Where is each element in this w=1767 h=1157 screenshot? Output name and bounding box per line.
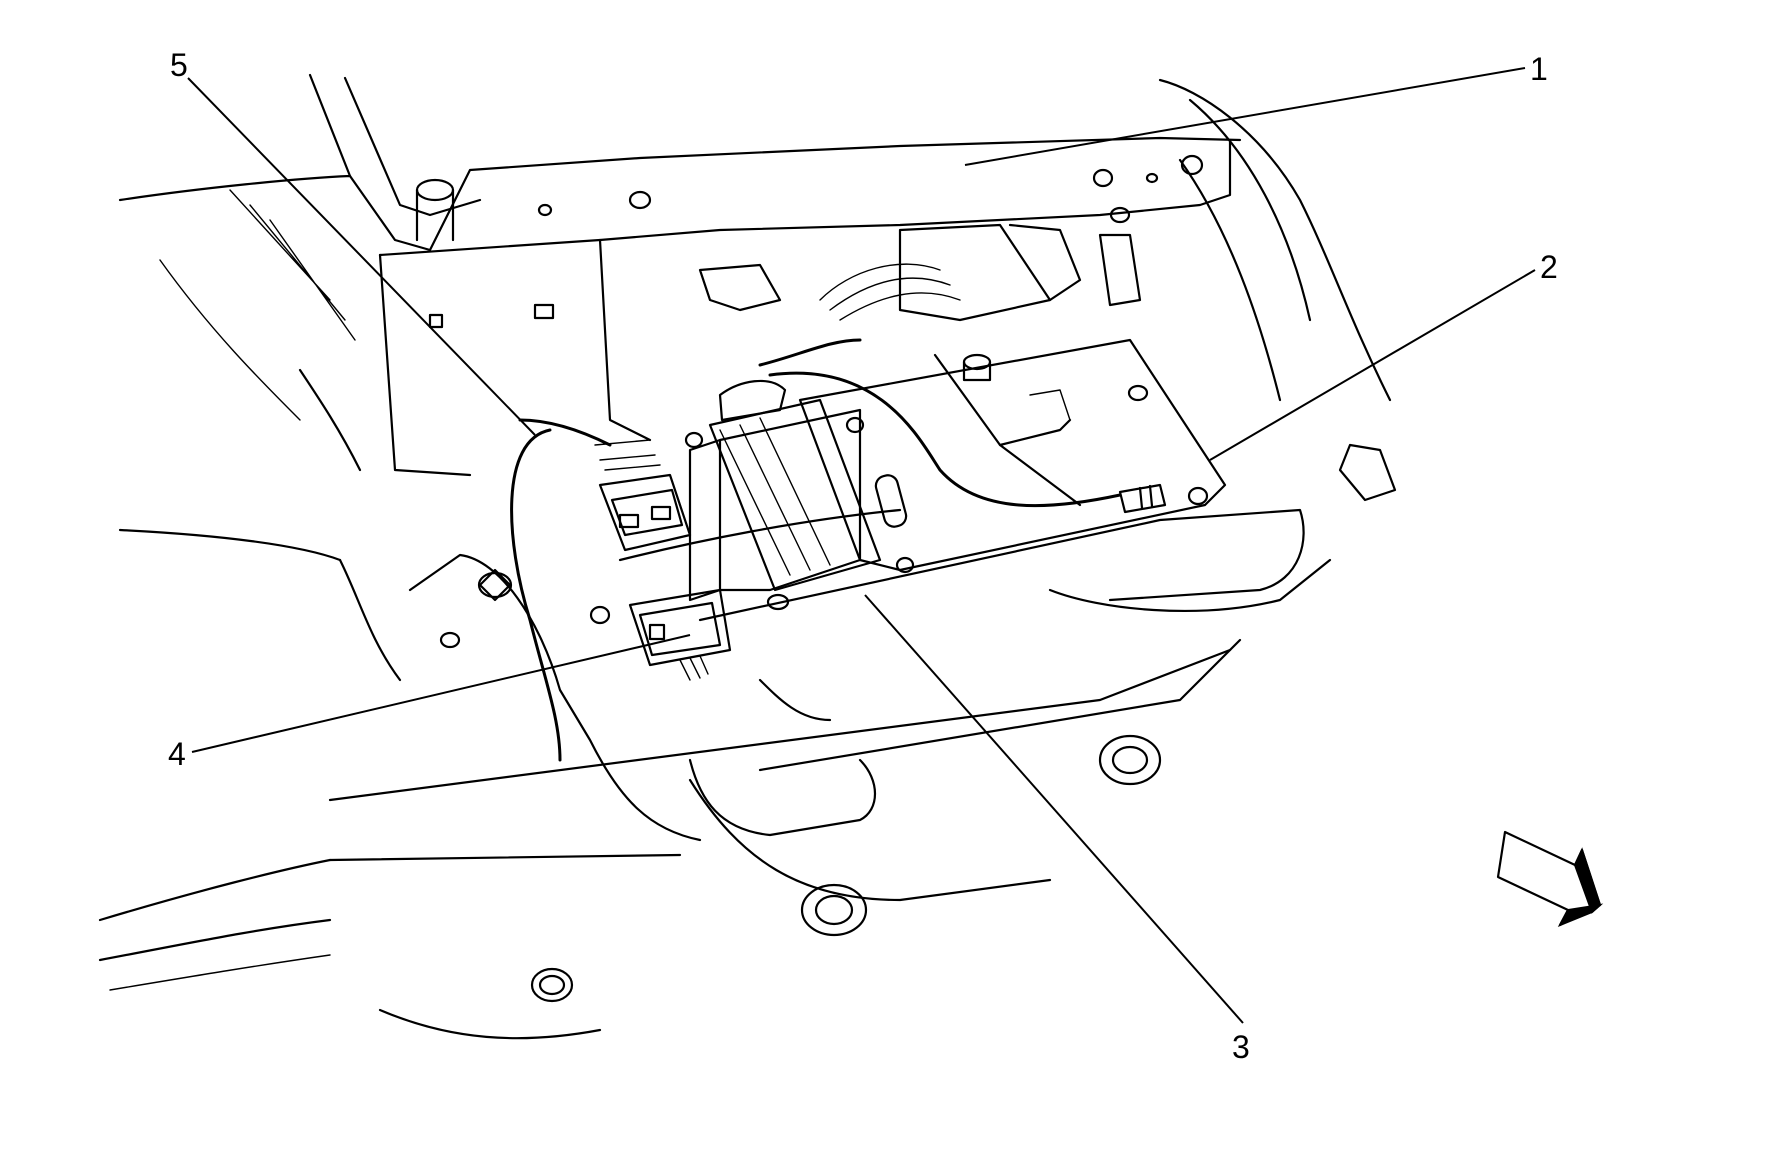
leader-lines [187,67,1536,1024]
lower-bracket [408,443,1397,1003]
leader-line-5 [187,77,536,436]
callout-4: 4 [168,736,186,772]
leader-line-2 [1209,269,1536,461]
callout-2: 2 [1540,249,1558,285]
leader-line-4 [191,634,691,753]
harness-connectors [510,418,732,762]
vehicle-body-structure [98,73,1392,1040]
module-assembly [684,223,1227,611]
callout-1: 1 [1530,51,1548,87]
leader-line-1 [964,67,1526,166]
callout-5: 5 [170,47,188,83]
upper-bracket [378,138,1232,477]
callout-3: 3 [1232,1029,1250,1065]
leader-line-3 [864,594,1244,1024]
callout-numbers: 1 2 3 4 5 [168,47,1558,1065]
forward-direction-arrow-icon [1496,830,1604,927]
